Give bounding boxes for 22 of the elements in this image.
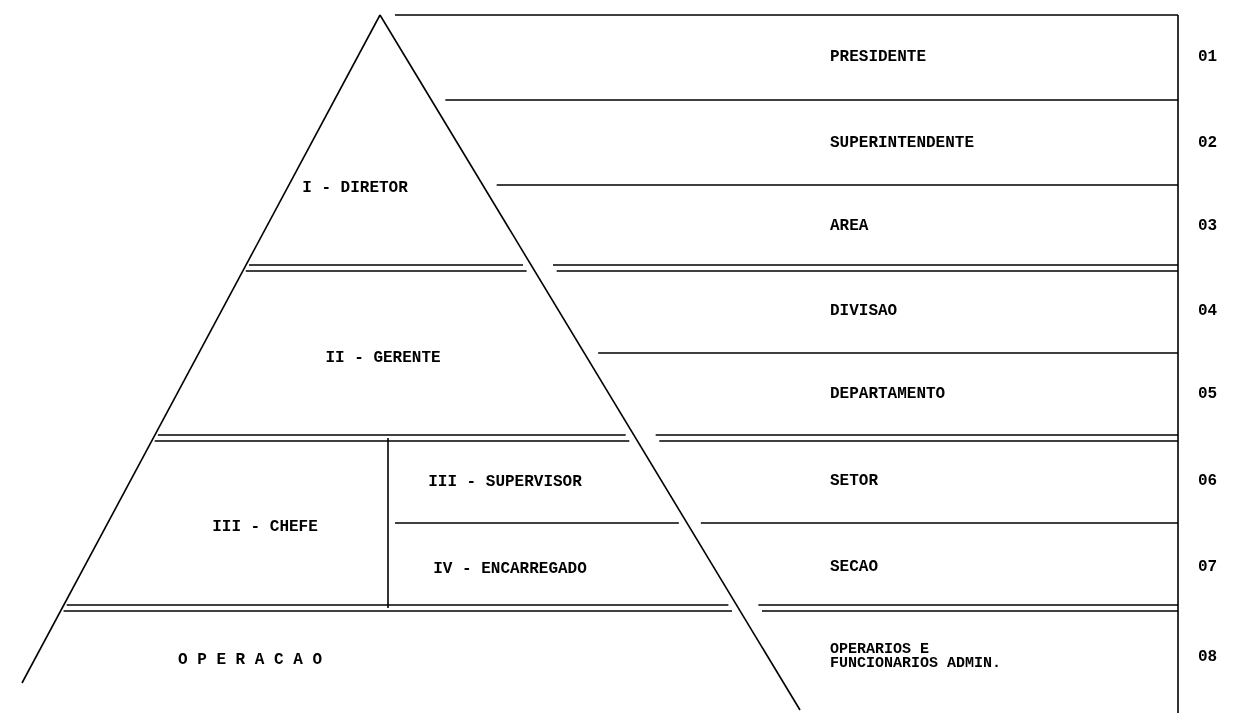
- level-number: 07: [1198, 558, 1218, 576]
- pyramid-level-label: I - DIRETOR: [302, 179, 408, 197]
- level-number: 03: [1198, 217, 1218, 235]
- position-title: SECAO: [830, 558, 878, 576]
- pyramid-level-label: III - CHEFE: [212, 518, 318, 536]
- level-number: 08: [1198, 648, 1218, 666]
- position-title: PRESIDENTE: [830, 48, 926, 66]
- position-title: SETOR: [830, 472, 878, 490]
- level-number: 02: [1198, 134, 1218, 152]
- pyramid-level-label: O P E R A C A O: [178, 651, 322, 669]
- position-title: AREA: [830, 217, 869, 235]
- position-title: SUPERINTENDENTE: [830, 134, 975, 152]
- pyramid-level-label: II - GERENTE: [325, 349, 441, 367]
- level-number: 05: [1198, 385, 1218, 403]
- level-number: 04: [1198, 302, 1218, 320]
- position-title: DEPARTAMENTO: [830, 385, 946, 403]
- pyramid-level-label: IV - ENCARREGADO: [433, 560, 587, 578]
- pyramid-level-label: III - SUPERVISOR: [428, 473, 582, 491]
- position-title: OPERARIOS E FUNCIONARIOS ADMIN.: [830, 642, 1003, 672]
- level-number: 06: [1198, 472, 1218, 490]
- level-number: 01: [1198, 48, 1218, 66]
- position-title: DIVISAO: [830, 302, 898, 320]
